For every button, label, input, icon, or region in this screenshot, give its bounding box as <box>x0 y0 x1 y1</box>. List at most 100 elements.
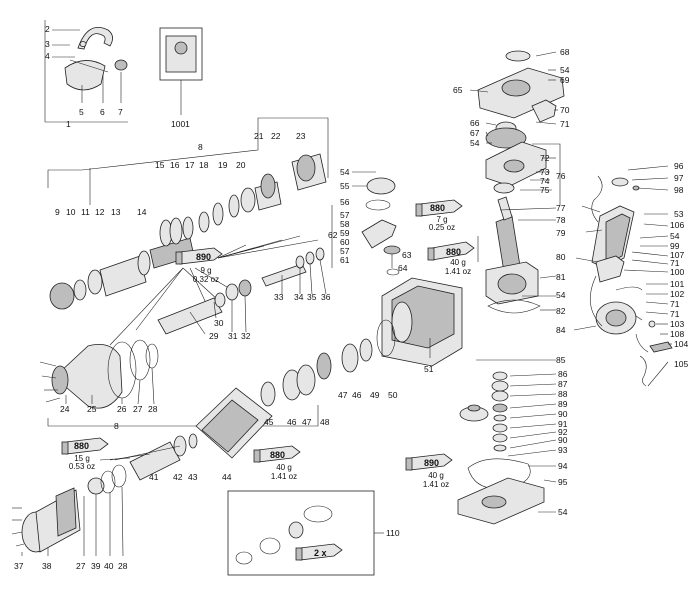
part-label: 51 <box>424 364 434 374</box>
gear-stack-lower <box>457 359 557 525</box>
part-label: 36 <box>321 292 331 302</box>
tube-weight: 40 g <box>428 471 444 480</box>
part-label: 32 <box>241 331 251 341</box>
part-label: 54 <box>560 65 570 75</box>
part-label: 103 <box>670 319 684 329</box>
part-label: 55 <box>340 181 350 191</box>
part-label: 88 <box>558 389 568 399</box>
part-label: 8 <box>114 421 119 431</box>
field-housing <box>485 141 561 205</box>
part-label: 46 <box>352 390 362 400</box>
part-label: 72 <box>540 153 550 163</box>
part-label: 60 <box>340 237 350 247</box>
spindle-parts <box>157 247 327 335</box>
part-label: 77 <box>556 203 566 213</box>
tube-weight: 15 g <box>74 454 90 463</box>
part-label: 19 <box>218 160 228 170</box>
part-label: 2 <box>45 24 50 34</box>
tube-code: 880 <box>74 441 89 451</box>
group-bracket-8 <box>47 117 329 205</box>
rear-handle-housing <box>575 165 669 283</box>
part-label: 64 <box>398 263 408 273</box>
handle-cap-assembly <box>11 486 124 557</box>
part-label: 100 <box>670 267 684 277</box>
grease-tube-880-40g-lower: 880 40 g 1.41 oz <box>253 445 301 481</box>
part-label: 5 <box>79 107 84 117</box>
part-label: 47 <box>302 417 312 427</box>
part-label: 1001 <box>171 119 190 129</box>
part-label: 73 <box>540 167 550 177</box>
tube-code: 2 x <box>314 548 327 558</box>
tube-weight: 9 g <box>200 266 211 275</box>
tube-weight: 40 g <box>276 463 292 472</box>
part-label: 82 <box>556 306 566 316</box>
kit-1001-box <box>159 27 203 115</box>
part-label: 78 <box>556 215 566 225</box>
grease-tube-890-40g: 890 40 g 1.41 oz <box>405 453 453 489</box>
piston-parts <box>87 433 198 495</box>
part-label: 66 <box>470 118 480 128</box>
part-label: 45 <box>264 417 274 427</box>
part-label: 54 <box>470 138 480 148</box>
part-label: 34 <box>294 292 304 302</box>
grease-tube-880-15g: 880 15 g 0.53 oz <box>61 437 109 471</box>
part-label: 33 <box>274 292 284 302</box>
part-label: 71 <box>670 309 680 319</box>
part-label: 104 <box>674 339 688 349</box>
part-label: 22 <box>271 131 281 141</box>
part-label: 70 <box>560 105 570 115</box>
part-label: 26 <box>117 404 127 414</box>
part-label: 24 <box>60 404 70 414</box>
part-label: 81 <box>556 272 566 282</box>
part-label: 97 <box>674 173 684 183</box>
barrel-assembly-left <box>49 153 327 310</box>
tube-weight-oz: 0.32 oz <box>193 275 219 284</box>
part-label: 76 <box>556 171 566 181</box>
part-label: 94 <box>558 461 568 471</box>
part-label: 106 <box>670 220 684 230</box>
grease-tube-2x: 2 x <box>295 543 343 561</box>
part-label: 105 <box>674 359 688 369</box>
part-label: 38 <box>42 561 52 571</box>
part-label: 37 <box>14 561 24 571</box>
kit-110-box <box>227 490 384 576</box>
part-label: 18 <box>199 160 209 170</box>
part-label: 35 <box>307 292 317 302</box>
part-label: 40 <box>104 561 114 571</box>
part-label: 47 <box>338 390 348 400</box>
part-label: 53 <box>674 209 684 219</box>
part-label: 62 <box>328 230 338 240</box>
part-label: 67 <box>470 128 480 138</box>
part-label: 44 <box>222 472 232 482</box>
part-label: 65 <box>453 85 463 95</box>
part-label: 27 <box>76 561 86 571</box>
part-label: 9 <box>55 207 60 217</box>
tube-weight-oz: 0.53 oz <box>69 462 95 471</box>
part-label: 63 <box>402 250 412 260</box>
stator <box>485 261 557 314</box>
tube-weight-oz: 1.41 oz <box>271 472 297 481</box>
bearing-row <box>260 319 396 407</box>
part-label: 71 <box>670 299 680 309</box>
part-labels: 2 3 4 5 6 7 1 1001 8 21 22 23 15 16 17 1… <box>14 24 688 571</box>
part-label: 57 <box>340 246 350 256</box>
part-label: 31 <box>228 331 238 341</box>
tube-weight: 40 g <box>450 258 466 267</box>
part-label: 49 <box>370 390 380 400</box>
part-label: 48 <box>320 417 330 427</box>
gear-housing <box>381 277 463 367</box>
part-label: 41 <box>149 472 159 482</box>
part-label: 43 <box>188 472 198 482</box>
part-label: 89 <box>558 399 568 409</box>
tube-code: 880 <box>446 247 461 257</box>
grease-tube-890-small: 890 9 g 0.32 oz <box>175 247 223 284</box>
part-label: 102 <box>670 289 684 299</box>
part-label: 85 <box>556 355 566 365</box>
part-label: 25 <box>87 404 97 414</box>
part-label: 27 <box>133 404 143 414</box>
part-label: 90 <box>558 435 568 445</box>
top-cover <box>469 50 565 149</box>
part-label: 74 <box>540 176 550 186</box>
part-label: 80 <box>556 252 566 262</box>
part-label: 101 <box>670 279 684 289</box>
